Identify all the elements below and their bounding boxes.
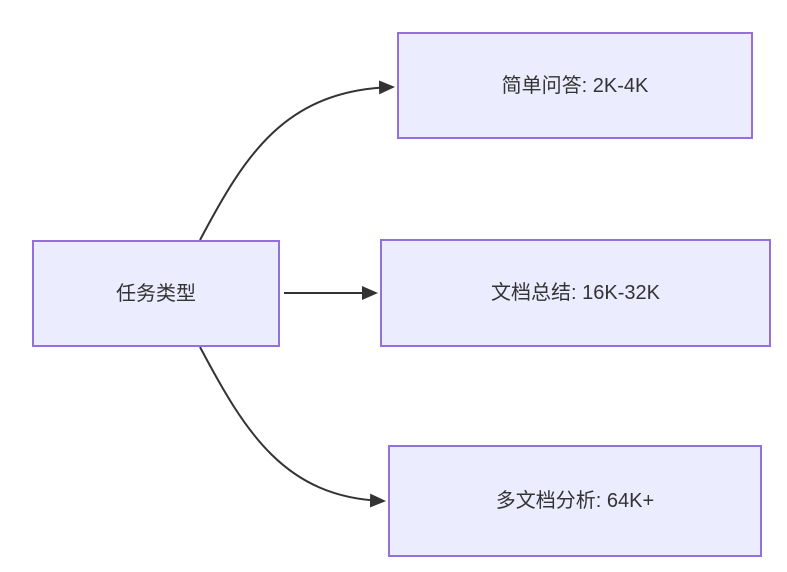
node-task-type: 任务类型 [32, 240, 280, 347]
node-simple-qa-label: 简单问答: 2K-4K [501, 74, 649, 97]
node-doc-summary: 文档总结: 16K-32K [380, 239, 771, 347]
edge-root-to-multidoc-analysis [199, 346, 386, 508]
node-task-type-label: 任务类型 [116, 282, 196, 305]
node-doc-summary-label: 文档总结: 16K-32K [491, 282, 660, 304]
node-multidoc-analysis-label: 多文档分析: 64K+ [495, 490, 655, 512]
node-simple-qa: 简单问答: 2K-4K [397, 32, 753, 139]
edge-root-to-simple-qa [199, 80, 395, 241]
node-multidoc-analysis: 多文档分析: 64K+ [388, 445, 762, 557]
